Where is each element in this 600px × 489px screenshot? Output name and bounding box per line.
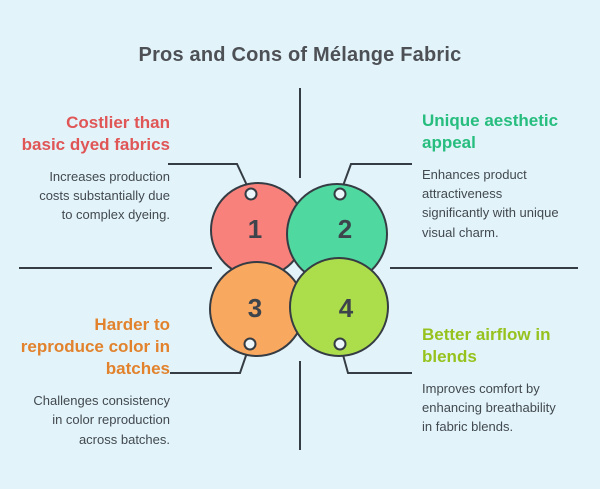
section-con-costlier: Costlier than basic dyed fabrics Increas… [0,112,170,225]
section-body: Enhances product attractiveness signific… [422,167,559,240]
page-title: Pros and Cons of Mélange Fabric [138,44,462,66]
section-con-color-reproduction: Harder to reproduce color in batches Cha… [0,314,170,449]
bubble-number-4: 4 [339,293,354,323]
section-heading: Unique aesthetic appeal [422,111,559,153]
bubble-number-2: 2 [338,214,352,244]
bubble-number-3: 3 [248,293,262,323]
section-body: Increases production costs substantially… [39,169,170,223]
section-heading: Better airflow in blends [422,325,551,367]
section-heading: Costlier than basic dyed fabrics [21,113,170,155]
anchor-dot-2 [333,187,347,201]
bubble-pro-airflow [289,257,389,357]
anchor-dot-4 [333,337,347,351]
anchor-dot-3 [243,337,257,351]
section-body: Improves comfort by enhancing breathabil… [422,381,556,435]
section-pro-airflow: Better airflow in blends Improves comfor… [422,324,594,437]
section-body: Challenges consistency in color reproduc… [33,393,170,447]
section-pro-aesthetic: Unique aesthetic appeal Enhances product… [422,110,594,242]
bubble-number-1: 1 [248,214,262,244]
section-heading: Harder to reproduce color in batches [20,315,170,379]
anchor-dot-1 [244,187,258,201]
